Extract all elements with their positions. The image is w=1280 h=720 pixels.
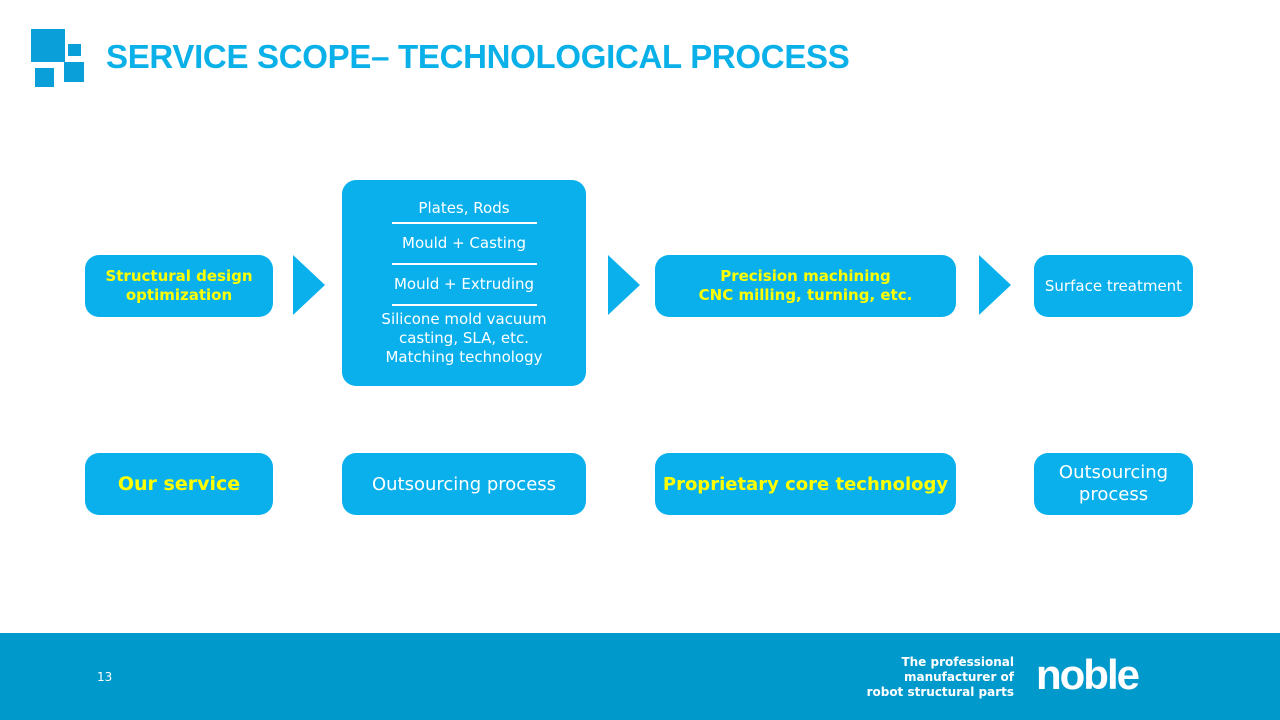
step-surface: Surface treatment [1034, 255, 1193, 317]
divider [391, 304, 537, 306]
category-label: Outsourcing process [371, 473, 557, 495]
material-item: Mould + Extruding [393, 275, 535, 293]
category-outsourcing-2: Outsourcing process [1034, 453, 1193, 515]
tagline-line: The professional [901, 655, 1014, 669]
category-label: Outsourcing process [1058, 462, 1169, 505]
material-item: Silicone mold vacuum casting, SLA, etc. [381, 310, 547, 347]
step-label: Structural design optimization [105, 267, 253, 304]
category-label: Proprietary core technology [662, 473, 949, 495]
category-label: Our service [117, 473, 241, 495]
step-design: Structural design optimization [85, 255, 273, 317]
divider [391, 263, 537, 265]
tagline-line: manufacturer of [903, 670, 1014, 684]
step-label: CNC milling, turning, etc. [698, 286, 913, 304]
category-our-service: Our service [85, 453, 273, 515]
logo-square [31, 29, 65, 62]
material-item: Mould + Casting [402, 234, 526, 252]
logo-square [68, 44, 81, 56]
page-number: 13 [97, 670, 113, 684]
step-materials: Plates, Rods Mould + Casting Mould + Ext… [342, 180, 586, 386]
category-outsourcing: Outsourcing process [342, 453, 586, 515]
material-item: Matching technology [385, 348, 543, 366]
step-label: Surface treatment [1044, 277, 1183, 295]
material-item: Plates, Rods [418, 199, 510, 217]
brand-logo: noble [1036, 651, 1140, 698]
arrow-icon [293, 255, 325, 315]
footer: 13 The professional manufacturer of robo… [0, 633, 1280, 720]
divider [391, 222, 537, 224]
logo-square [64, 62, 84, 82]
page-title: SERVICE SCOPE– TECHNOLOGICAL PROCESS [106, 38, 850, 75]
tagline-line: robot structural parts [866, 685, 1014, 699]
step-label: Precision machining [720, 267, 891, 285]
tagline: The professional manufacturer of robot s… [867, 655, 1014, 700]
category-core-technology: Proprietary core technology [655, 453, 956, 515]
arrow-icon [608, 255, 640, 315]
arrow-icon [979, 255, 1011, 315]
logo-square [35, 68, 54, 87]
